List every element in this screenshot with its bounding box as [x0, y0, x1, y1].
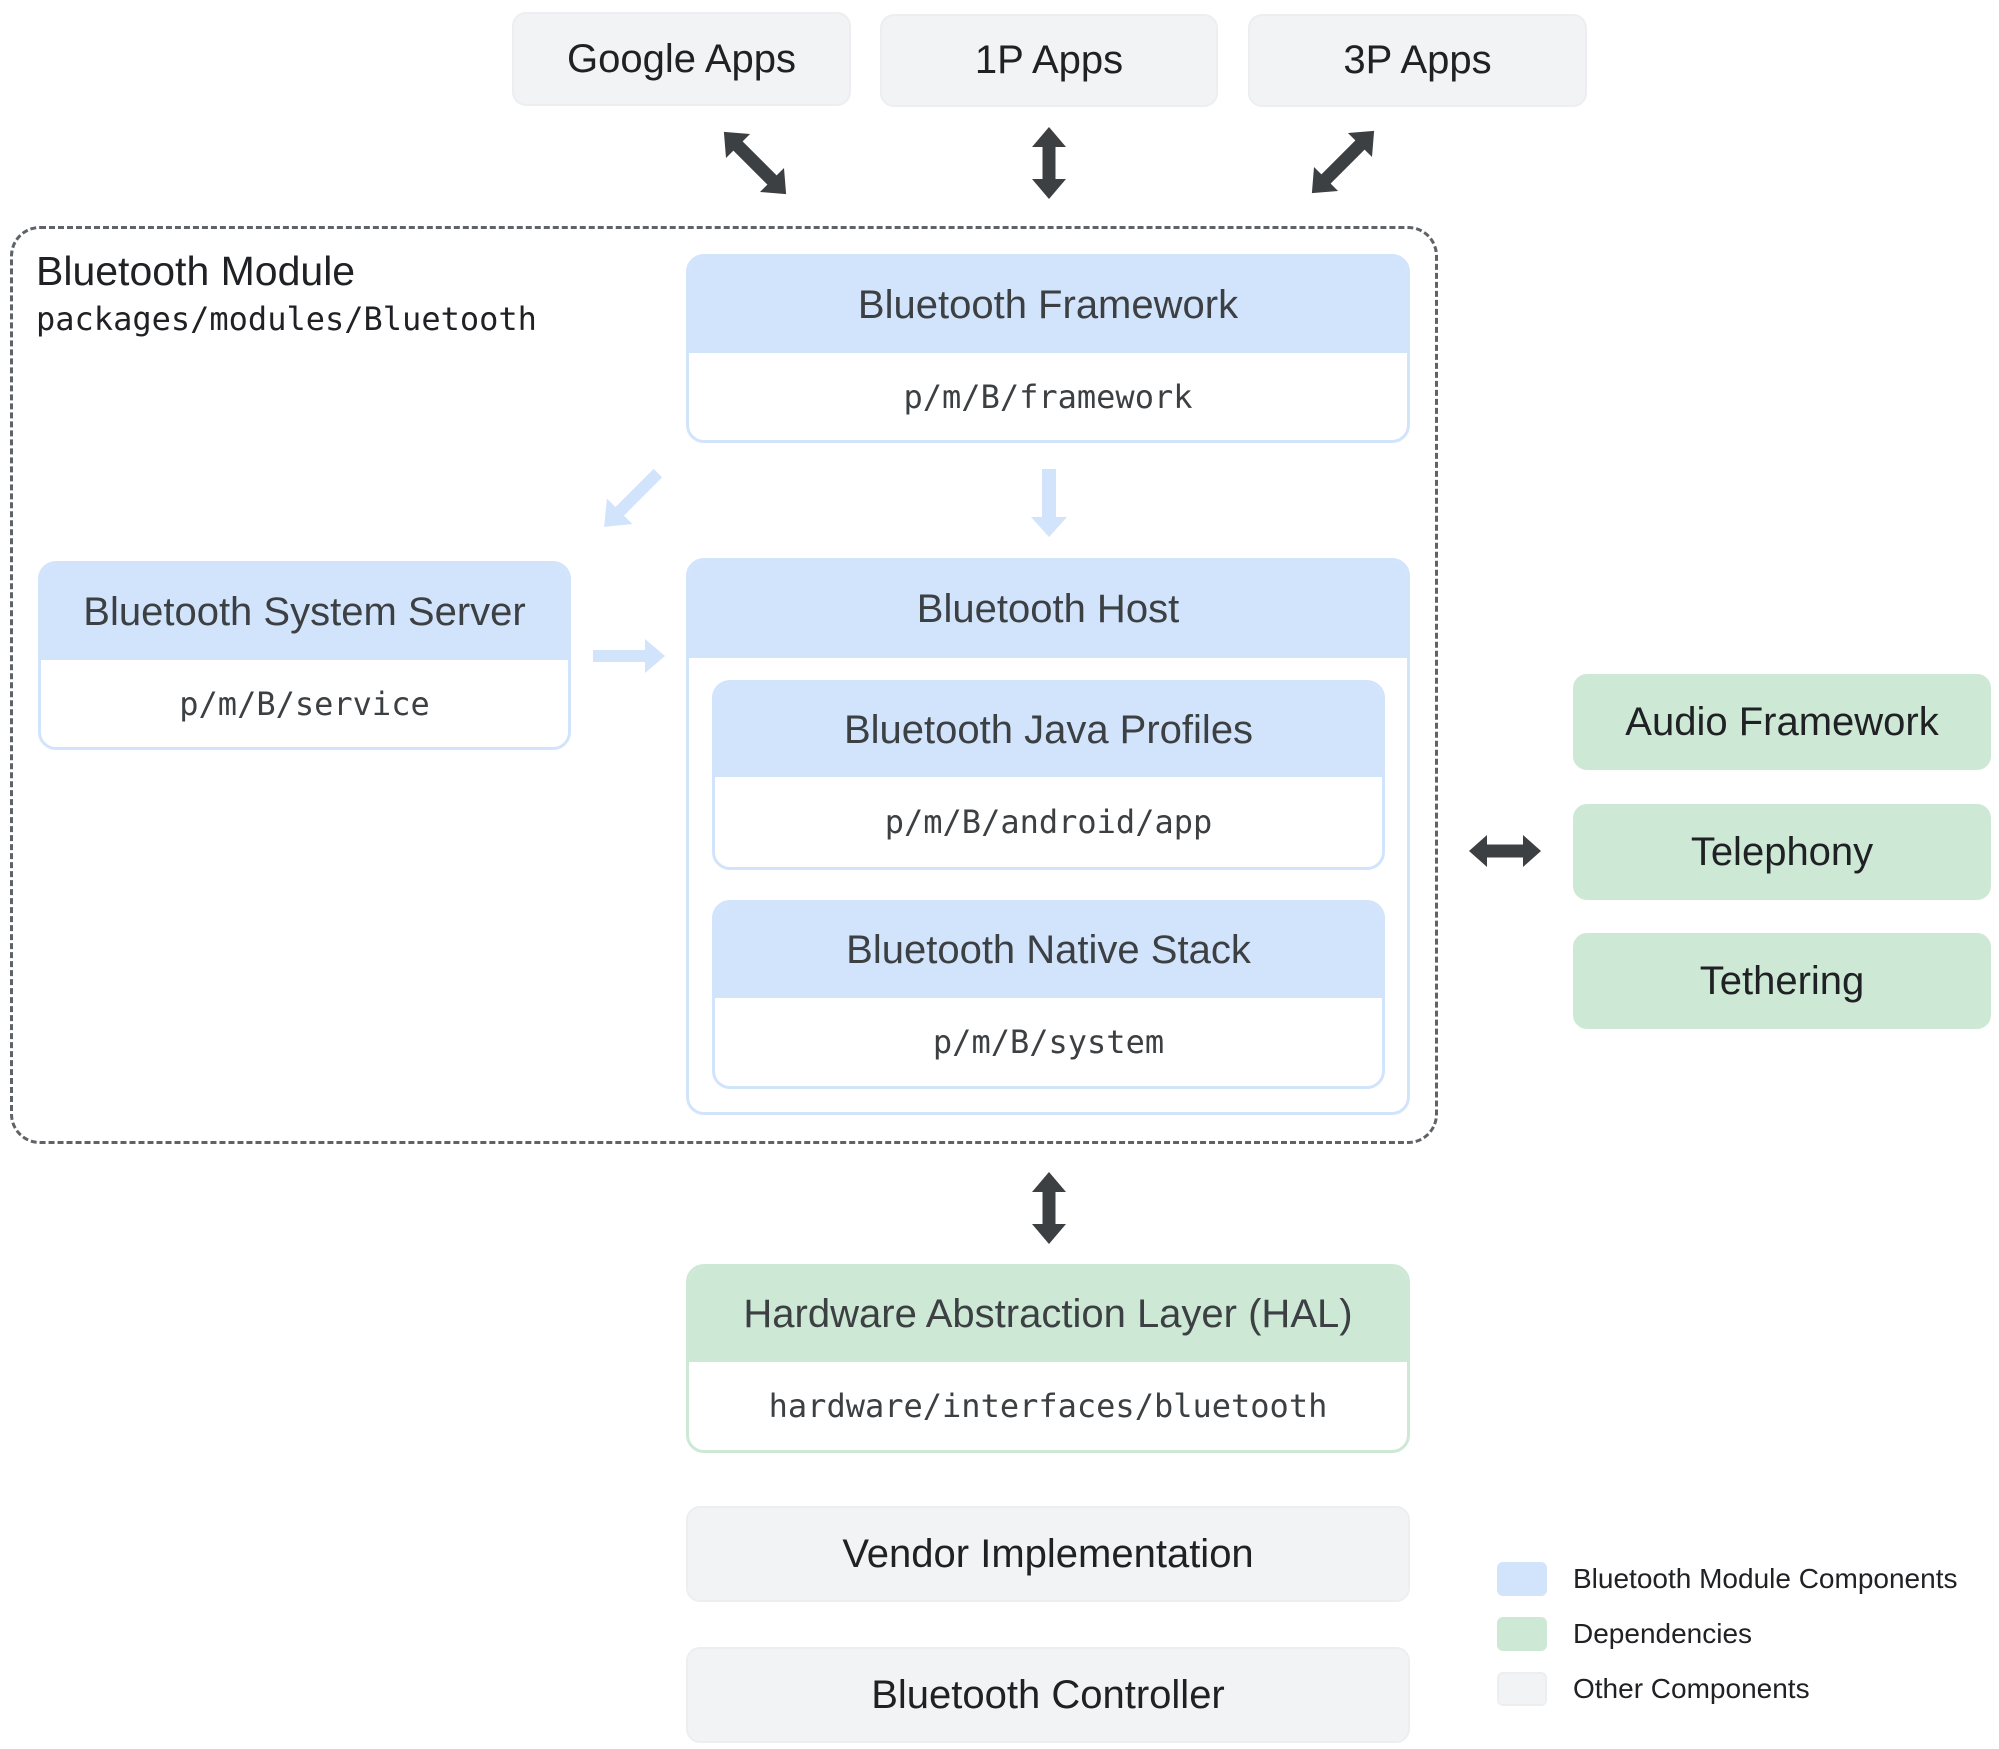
legend-label-other-components: Other Components — [1573, 1673, 1810, 1704]
bluetooth-controller-box: Bluetooth Controller — [686, 1647, 1410, 1743]
hal-title: Hardware Abstraction Layer (HAL) — [689, 1267, 1407, 1362]
legend-label-module-components: Bluetooth Module Components — [1573, 1563, 1958, 1594]
legend-swatch-dependencies — [1497, 1617, 1547, 1651]
bluetooth-controller-label: Bluetooth Controller — [871, 1672, 1225, 1717]
legend-item-other-components: Other Components — [1497, 1672, 1957, 1706]
bluetooth-framework-card: Bluetooth Framework p/m/B/framework — [686, 254, 1410, 443]
google-apps-arrow — [723, 131, 787, 195]
hal-card: Hardware Abstraction Layer (HAL) hardwar… — [686, 1264, 1410, 1453]
bluetooth-system-server-card: Bluetooth System Server p/m/B/service — [38, 561, 571, 750]
third-party-apps-label: 3P Apps — [1343, 38, 1492, 82]
audio-framework-label: Audio Framework — [1625, 699, 1939, 744]
vendor-implementation-label: Vendor Implementation — [842, 1531, 1254, 1576]
telephony-box: Telephony — [1573, 804, 1991, 900]
legend: Bluetooth Module Components Dependencies… — [1497, 1562, 1957, 1706]
bluetooth-host-title: Bluetooth Host — [689, 561, 1407, 658]
bluetooth-native-stack-path: p/m/B/system — [932, 1023, 1165, 1061]
framework-to-system-server-arrow — [604, 468, 663, 527]
system-server-to-host-arrow — [593, 639, 665, 673]
first-party-apps-label: 1P Apps — [974, 38, 1124, 82]
framework-to-host-arrow — [1031, 469, 1067, 537]
first-party-apps-arrow — [1032, 127, 1066, 199]
bluetooth-java-profiles-card: Bluetooth Java Profiles p/m/B/android/ap… — [712, 680, 1385, 870]
google-apps-box: Google Apps — [512, 12, 851, 106]
third-party-apps-box: 3P Apps — [1248, 14, 1587, 107]
legend-swatch-other-components — [1497, 1672, 1547, 1706]
hal-path: hardware/interfaces/bluetooth — [768, 1387, 1328, 1425]
bluetooth-native-stack-title: Bluetooth Native Stack — [715, 903, 1382, 998]
bluetooth-system-server-path: p/m/B/service — [179, 684, 430, 723]
bluetooth-native-stack-card: Bluetooth Native Stack p/m/B/system — [712, 900, 1385, 1089]
audio-framework-box: Audio Framework — [1573, 674, 1991, 770]
legend-swatch-module-components — [1497, 1562, 1547, 1596]
bluetooth-framework-path: p/m/B/framework — [903, 377, 1193, 416]
telephony-label: Telephony — [1690, 829, 1874, 874]
module-dependencies-arrow — [1469, 835, 1541, 867]
host-hal-arrow — [1032, 1172, 1066, 1244]
bluetooth-java-profiles-path: p/m/B/android/app — [884, 803, 1213, 841]
vendor-implementation-box: Vendor Implementation — [686, 1506, 1410, 1602]
bluetooth-system-server-title: Bluetooth System Server — [41, 564, 568, 660]
legend-label-dependencies: Dependencies — [1573, 1618, 1753, 1649]
legend-item-dependencies: Dependencies — [1497, 1617, 1957, 1651]
google-apps-label: Google Apps — [566, 36, 797, 81]
bluetooth-module-path: packages/modules/Bluetooth — [36, 300, 537, 338]
bluetooth-module-container — [10, 226, 1438, 1144]
tethering-label: Tethering — [1699, 958, 1865, 1003]
tethering-box: Tethering — [1573, 933, 1991, 1029]
first-party-apps-box: 1P Apps — [880, 14, 1218, 107]
bluetooth-java-profiles-title: Bluetooth Java Profiles — [715, 683, 1382, 777]
third-party-apps-arrow — [1311, 130, 1375, 194]
legend-item-module-components: Bluetooth Module Components — [1497, 1562, 1957, 1596]
bluetooth-module-title: Bluetooth Module — [36, 248, 356, 294]
bluetooth-framework-title: Bluetooth Framework — [689, 257, 1407, 353]
